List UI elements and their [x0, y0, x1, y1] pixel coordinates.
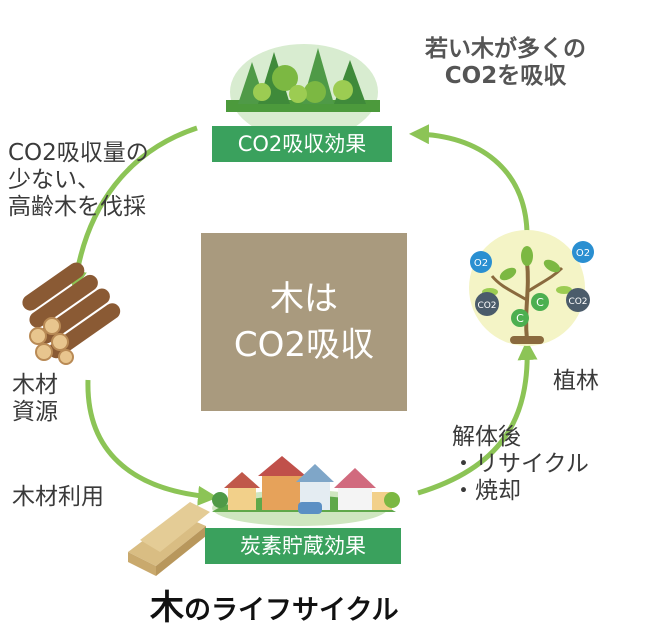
center-line-1: 木は: [270, 279, 338, 319]
co2-molecule-left: CO2: [475, 292, 499, 316]
log-pile-illustration: [22, 262, 121, 365]
young-trees-line-1: 若い木が多くの: [425, 36, 586, 62]
dismantle-line-2: ・リサイクル: [452, 451, 589, 477]
title-first-char: 木: [150, 588, 184, 628]
young-trees-text: 若い木が多くの CO2を吸収: [425, 36, 586, 90]
lifecycle-title: 木のライフサイクル: [150, 580, 399, 629]
lumber-illustration: [128, 502, 210, 576]
arrow-to-wood-resource: [67, 125, 198, 291]
co2-molecule-right: CO2: [566, 288, 590, 312]
forest-illustration: [226, 44, 380, 140]
harvest-line-2: 少ない、: [8, 167, 100, 193]
svg-text:C: C: [516, 312, 524, 325]
carbon-storage-effect-label: 炭素貯蔵効果: [205, 528, 401, 564]
carbon-atom-left: C: [511, 309, 529, 327]
dismantle-line-3: ・焼却: [452, 478, 521, 504]
town-illustration: [212, 456, 400, 526]
harvest-line-3: 高齢木を伐採: [8, 194, 146, 220]
wood-resource-text: 木材 資源: [12, 372, 58, 426]
svg-text:O2: O2: [576, 248, 590, 259]
center-line-2: CO2吸収: [233, 325, 375, 365]
harvest-line-1: CO2吸収量の: [8, 140, 149, 166]
carbon-atom-right: C: [531, 293, 549, 311]
svg-text:CO2: CO2: [568, 297, 587, 307]
co2-absorption-effect-label: CO2吸収効果: [212, 126, 392, 162]
svg-text:C: C: [536, 296, 544, 309]
o2-molecule-right: O2: [572, 241, 594, 263]
dismantle-text: 解体後 ・リサイクル ・焼却: [452, 424, 589, 505]
wood-resource-line-1: 木材: [12, 372, 58, 398]
sapling-illustration: [469, 230, 585, 346]
arrow-to-carbon-storage: [85, 379, 218, 506]
young-trees-line-2: CO2を吸収: [444, 63, 567, 89]
arrow-to-co2-effect: [409, 124, 530, 233]
title-rest: のライフサイクル: [184, 595, 399, 626]
harvest-text: CO2吸収量の 少ない、 高齢木を伐採: [8, 140, 149, 221]
dismantle-line-1: 解体後: [452, 424, 521, 450]
o2-molecule-left: O2: [470, 251, 492, 273]
svg-text:CO2: CO2: [477, 301, 496, 311]
svg-text:O2: O2: [474, 258, 488, 269]
center-box: 木は CO2吸収: [201, 233, 407, 411]
wood-use-text: 木材利用: [12, 484, 104, 510]
planting-text: 植林: [553, 368, 599, 394]
arrow-to-planting: [417, 340, 538, 496]
wood-resource-line-2: 資源: [12, 399, 58, 425]
